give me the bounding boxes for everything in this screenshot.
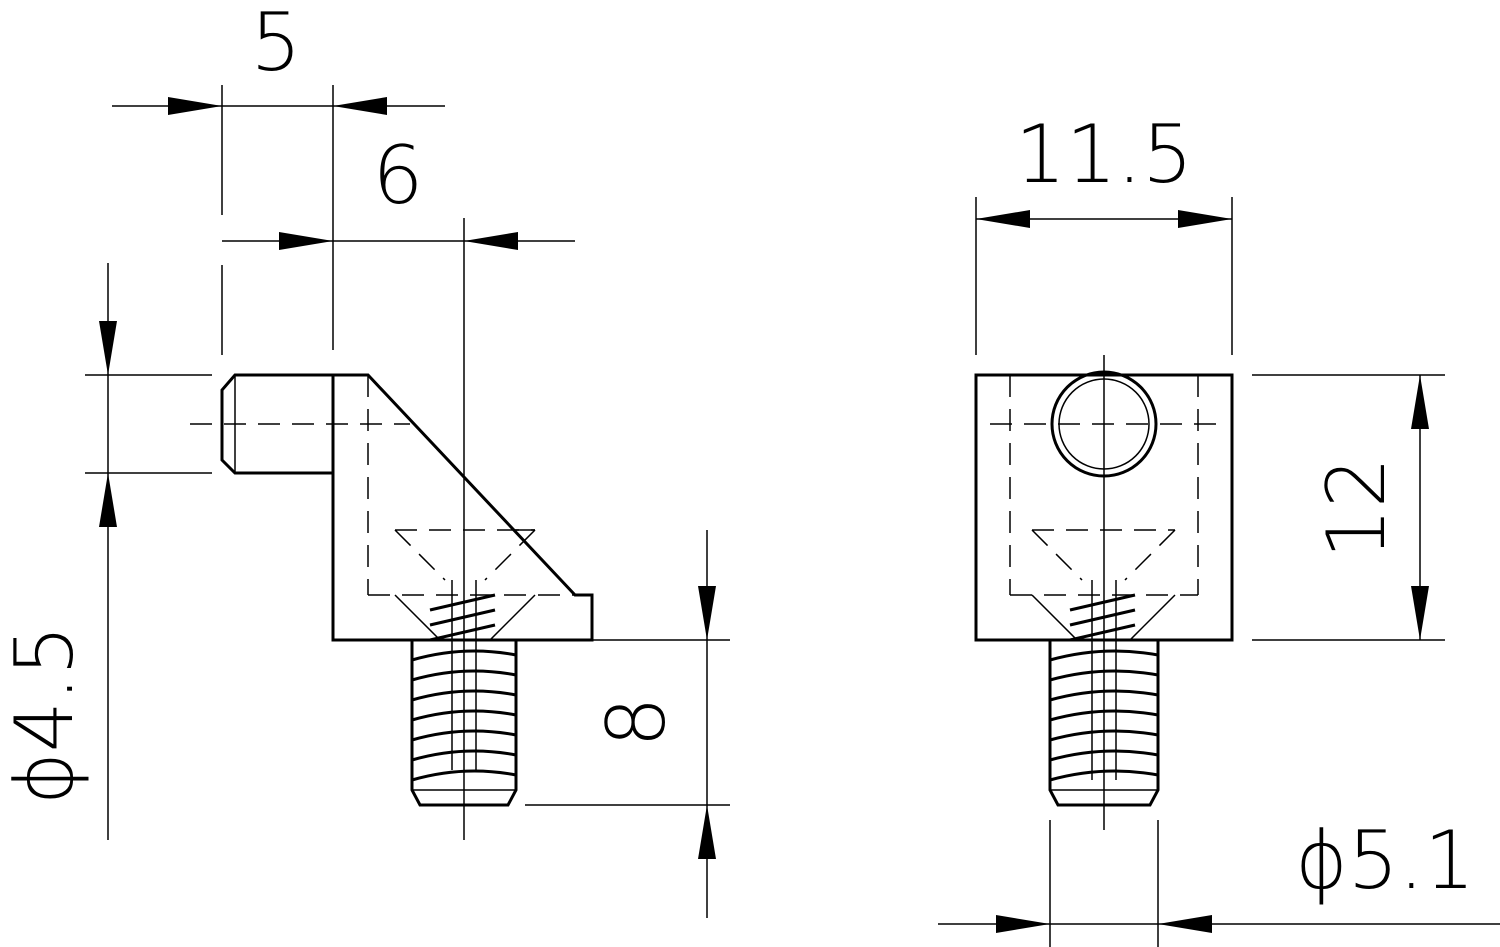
side-body-outline bbox=[331, 373, 594, 642]
arrow-phi45-bottom bbox=[99, 473, 117, 527]
arrow-8-bottom bbox=[698, 805, 716, 859]
side-pin bbox=[220, 373, 333, 475]
arrow-phi51-left bbox=[996, 915, 1050, 933]
dim-text-5: 5 bbox=[251, 0, 302, 89]
dim-text-8: 8 bbox=[590, 697, 683, 748]
dim-text-12: 12 bbox=[1310, 457, 1403, 559]
arrow-8-top bbox=[698, 586, 716, 640]
dim-text-6: 6 bbox=[373, 129, 424, 222]
side-thread-insert bbox=[410, 640, 518, 807]
arrow-5-right bbox=[333, 97, 387, 115]
dim-text-115: 11.5 bbox=[1015, 108, 1193, 201]
arrow-6-left bbox=[279, 232, 333, 250]
arrow-12-top bbox=[1411, 375, 1429, 429]
front-view: 11.5 12 ϕ5.1 bbox=[938, 108, 1500, 947]
arrow-115-left bbox=[976, 210, 1030, 228]
dim-text-phi51: ϕ5.1 bbox=[1295, 814, 1475, 907]
arrow-12-bottom bbox=[1411, 586, 1429, 640]
arrow-115-right bbox=[1178, 210, 1232, 228]
front-thread-insert bbox=[1048, 640, 1160, 807]
front-countersink-lower bbox=[1031, 594, 1176, 641]
dim-text-phi45: ϕ4.5 bbox=[0, 625, 91, 805]
front-screw-shank bbox=[1069, 580, 1136, 780]
side-screw-shank bbox=[429, 580, 496, 770]
arrow-phi51-right bbox=[1158, 915, 1212, 933]
side-view: 5 6 ϕ4.5 8 bbox=[0, 0, 730, 918]
arrow-phi45-top bbox=[99, 321, 117, 375]
side-countersink-lower bbox=[394, 594, 536, 641]
arrow-6-right bbox=[464, 232, 518, 250]
side-countersink bbox=[394, 529, 536, 581]
arrow-5-left bbox=[168, 97, 222, 115]
front-countersink bbox=[1031, 529, 1176, 581]
